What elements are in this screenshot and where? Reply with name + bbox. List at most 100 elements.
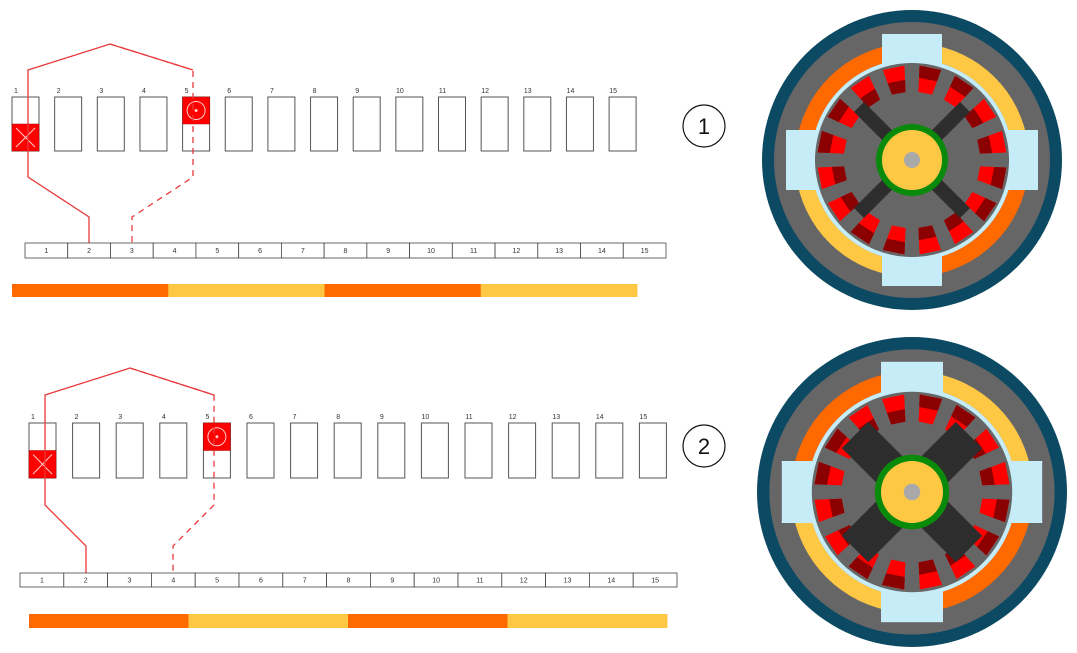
commutator-number: 4 xyxy=(171,578,175,585)
rotor-coil xyxy=(979,498,1010,523)
rotor-coil xyxy=(814,461,845,486)
coil-conductor-dark xyxy=(949,75,974,97)
armature-slot xyxy=(352,96,381,152)
rotor-coil xyxy=(850,75,881,108)
motor-cross-section xyxy=(757,337,1067,647)
slot-number: 8 xyxy=(336,414,340,421)
coil-conductor-dark xyxy=(979,466,995,486)
coil-conductor-dark xyxy=(887,79,906,95)
slot-number: 12 xyxy=(481,88,489,95)
coil-conductor-dark xyxy=(831,166,847,185)
rotor-coil xyxy=(964,98,997,129)
coil-conductor-dark xyxy=(817,130,834,154)
armature-slot xyxy=(333,422,362,479)
coil-conductor-dark xyxy=(918,559,938,575)
commutator-number: 15 xyxy=(651,578,659,585)
motor-cross-section xyxy=(762,10,1062,310)
commutator-number: 7 xyxy=(303,578,307,585)
step-label-circle xyxy=(682,424,726,468)
slot-number: 3 xyxy=(118,414,122,421)
rotor-coil xyxy=(881,559,906,590)
armature-slot xyxy=(420,422,449,479)
coil-conductor-dark xyxy=(829,498,845,518)
rotor-coil xyxy=(918,225,942,255)
armature-slot xyxy=(246,422,275,479)
commutator-number: 14 xyxy=(607,578,615,585)
commutator-number: 6 xyxy=(258,248,262,255)
slot-number: 3 xyxy=(99,88,103,95)
coil-conductor-dark xyxy=(951,404,976,427)
magnetic-field-bar-segment xyxy=(168,284,325,297)
step-label: 1 xyxy=(698,114,710,139)
coil-conductor-dark xyxy=(882,238,906,255)
rotor-coil xyxy=(850,212,881,245)
commutator-number: 8 xyxy=(347,578,351,585)
coil-conductor-dark xyxy=(918,225,937,241)
commutator-number: 12 xyxy=(513,248,521,255)
axle xyxy=(904,152,920,168)
slot-number: 7 xyxy=(293,414,297,421)
commutator-number: 1 xyxy=(44,248,48,255)
dot-circle-icon xyxy=(207,427,227,447)
commutator-number: 9 xyxy=(390,578,394,585)
slot-number: 14 xyxy=(596,414,604,421)
commutator-number: 3 xyxy=(130,248,134,255)
slot-number: 1 xyxy=(31,414,35,421)
coil-conductor-dark xyxy=(886,409,906,425)
rotor-coil xyxy=(827,98,860,129)
armature-slot xyxy=(595,422,624,479)
rotor-coil xyxy=(918,559,943,590)
magnetic-field-bar-segment xyxy=(29,614,189,628)
slot-number: 10 xyxy=(422,414,430,421)
coil-conductor-dark xyxy=(918,65,942,82)
commutator-number: 11 xyxy=(476,578,483,585)
cross-icon xyxy=(32,454,53,475)
coil-conductor-dark xyxy=(881,573,905,590)
slot-number: 2 xyxy=(75,414,79,421)
commutator-number: 9 xyxy=(386,248,390,255)
slot-number: 15 xyxy=(609,88,617,95)
rotor-coil xyxy=(817,130,847,154)
armature-slot xyxy=(523,96,552,152)
rotor-coil xyxy=(943,75,974,108)
armature-slot xyxy=(551,422,580,479)
pole-piece xyxy=(882,254,942,286)
armature-slot xyxy=(290,422,319,479)
pole-piece xyxy=(881,589,943,623)
rotor-coil xyxy=(918,394,943,425)
armature-slot xyxy=(480,96,509,152)
armature-slot xyxy=(395,96,424,152)
commutator-segment xyxy=(622,242,667,259)
armature-slot xyxy=(464,422,493,479)
coil-conductor-dark xyxy=(990,166,1007,190)
slot-number: 4 xyxy=(142,88,146,95)
rotor-coil xyxy=(882,225,906,255)
commutator-number: 10 xyxy=(432,578,440,585)
armature-slot xyxy=(508,422,537,479)
commutator-number: 7 xyxy=(301,248,305,255)
commutator-number: 13 xyxy=(564,578,572,585)
slot-number: 12 xyxy=(509,414,517,421)
armature-slot xyxy=(139,96,168,152)
coil-conductor-dark xyxy=(977,135,993,154)
commutator-number: 2 xyxy=(87,248,91,255)
dot-circle-icon xyxy=(186,101,206,120)
coil-wire-dashed xyxy=(129,367,215,573)
coil-conductor-dark xyxy=(919,394,943,411)
rotor-coil xyxy=(882,65,906,95)
armature-slot xyxy=(72,422,101,479)
rotor-coil xyxy=(979,461,1010,486)
pole-piece xyxy=(1009,461,1043,523)
slot-number: 1 xyxy=(14,88,18,95)
slot-number: 13 xyxy=(524,88,532,95)
commutator-number: 15 xyxy=(641,248,649,255)
step-label: 2 xyxy=(698,434,710,459)
coil-conductor-dark xyxy=(850,223,875,245)
coil-wire-dashed xyxy=(109,43,194,243)
dot-icon xyxy=(215,435,219,439)
armature-slot xyxy=(159,422,188,479)
slot-number: 15 xyxy=(640,414,648,421)
